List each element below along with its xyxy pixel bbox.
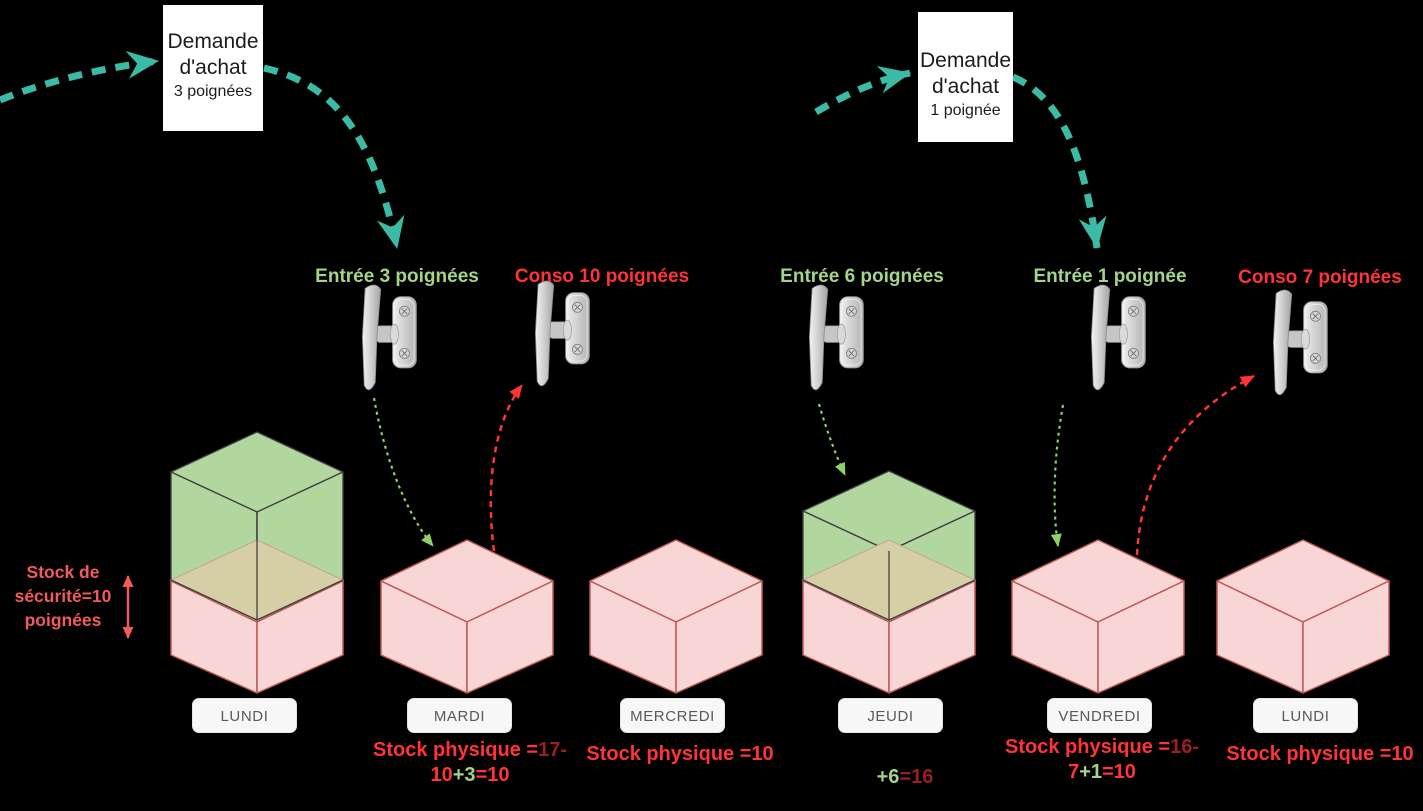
entry-arrow-mardi	[372, 397, 434, 547]
consumption-label-mardi: Conso 10 poignées	[514, 266, 690, 287]
purchase-request-2-line1: Demande	[919, 49, 1012, 72]
calc-segment: 10	[430, 764, 453, 786]
calc-segment: Stock physique =10	[1226, 743, 1414, 765]
purchase-request-box-1: Demande d'achat 3 poignées	[163, 5, 263, 131]
day-chip-lundi: LUNDI	[192, 698, 297, 733]
stock-calc-jeudi: +6=16	[877, 765, 934, 790]
stock-calc-mardi-line1: Stock physique =17-	[373, 738, 567, 763]
consumption-arrow-mardi	[489, 384, 524, 552]
mercredi-stock-cube	[589, 539, 763, 694]
window-handle-icon	[534, 280, 590, 387]
consumption-arrow-lundi2	[1135, 374, 1255, 556]
calc-segment: =10	[475, 764, 510, 786]
safety-stock-line1: Stock de	[26, 562, 100, 582]
purchase-request-1-qty: 3 poignées	[173, 83, 253, 100]
calc-segment: =16	[899, 766, 934, 788]
entry-arrow-jeudi	[817, 403, 846, 476]
mardi-stock-cube	[380, 539, 554, 694]
stock-calc-mardi-line2: 10+3=10	[373, 763, 567, 788]
window-handle-icon	[361, 284, 417, 391]
window-handle-icon	[808, 284, 864, 391]
purchase-request-2-line2: d'achat	[931, 75, 1000, 98]
entry-label-mardi: Entrée 3 poignées	[315, 266, 479, 287]
safety-stock-label: Stock de sécurité=10 poignées	[3, 560, 123, 632]
stock-calc-lundi2: Stock physique =10	[1226, 742, 1413, 767]
safety-stock-line3: poignées	[24, 610, 102, 630]
teal-arrow-request-2-to-entry	[1011, 73, 1107, 249]
teal-arrow-request-1-to-entry	[263, 64, 405, 249]
stock-calc-vendredi-line1: Stock physique =16-	[1005, 735, 1199, 760]
calc-segment: 7	[1068, 761, 1080, 783]
jeudi-stock-stack	[801, 470, 977, 694]
calc-segment: Stock physique =10	[586, 743, 774, 765]
stock-calc-mercredi: Stock physique =10	[586, 742, 773, 767]
calc-segment: +1	[1079, 761, 1102, 783]
day-chip-mardi: MARDI	[407, 698, 512, 733]
teal-arrow-into-request-1	[0, 50, 159, 104]
entry-label-vendredi: Entrée 1 poignée	[1033, 266, 1187, 287]
consumption-label-lundi2: Conso 7 poignées	[1238, 267, 1402, 288]
window-handle-icon	[1090, 284, 1146, 391]
calc-segment: +6	[876, 766, 900, 788]
entry-label-jeudi: Entrée 6 poignées	[780, 266, 944, 287]
window-handle-icon	[1272, 289, 1328, 396]
stock-calc-vendredi: Stock physique =16- 7+1=10	[1005, 735, 1199, 785]
purchase-request-2-qty: 1 poignée	[930, 102, 1001, 119]
purchase-request-1-line1: Demande	[167, 30, 259, 53]
teal-arrow-into-request-2	[814, 65, 911, 116]
stock-calc-mardi: Stock physique =17- 10+3=10	[373, 738, 567, 788]
calc-segment: Stock physique =	[373, 739, 539, 761]
entry-arrow-vendredi	[1050, 404, 1065, 547]
day-chip-vendredi: VENDREDI	[1047, 698, 1152, 733]
stock-calc-vendredi-line2: 7+1=10	[1005, 760, 1199, 785]
calc-segment: =10	[1102, 761, 1136, 783]
lundi2-stock-cube	[1216, 539, 1390, 694]
day-chip-jeudi: JEUDI	[838, 698, 943, 733]
day-chip-mercredi: MERCREDI	[620, 698, 725, 733]
vendredi-stock-cube	[1011, 539, 1185, 694]
calc-segment: +3	[452, 764, 476, 786]
purchase-request-box-2: Demande d'achat 1 poignée	[918, 12, 1013, 142]
calc-segment: 17-	[538, 739, 567, 761]
day-chip-lundi2: LUNDI	[1253, 698, 1358, 733]
calc-segment: Stock physique =	[1005, 736, 1171, 758]
lundi-stock-stack	[169, 431, 345, 694]
safety-stock-line2: sécurité=10	[14, 586, 112, 606]
calc-segment: 16-	[1170, 736, 1199, 758]
purchase-request-1-line2: d'achat	[179, 56, 247, 79]
